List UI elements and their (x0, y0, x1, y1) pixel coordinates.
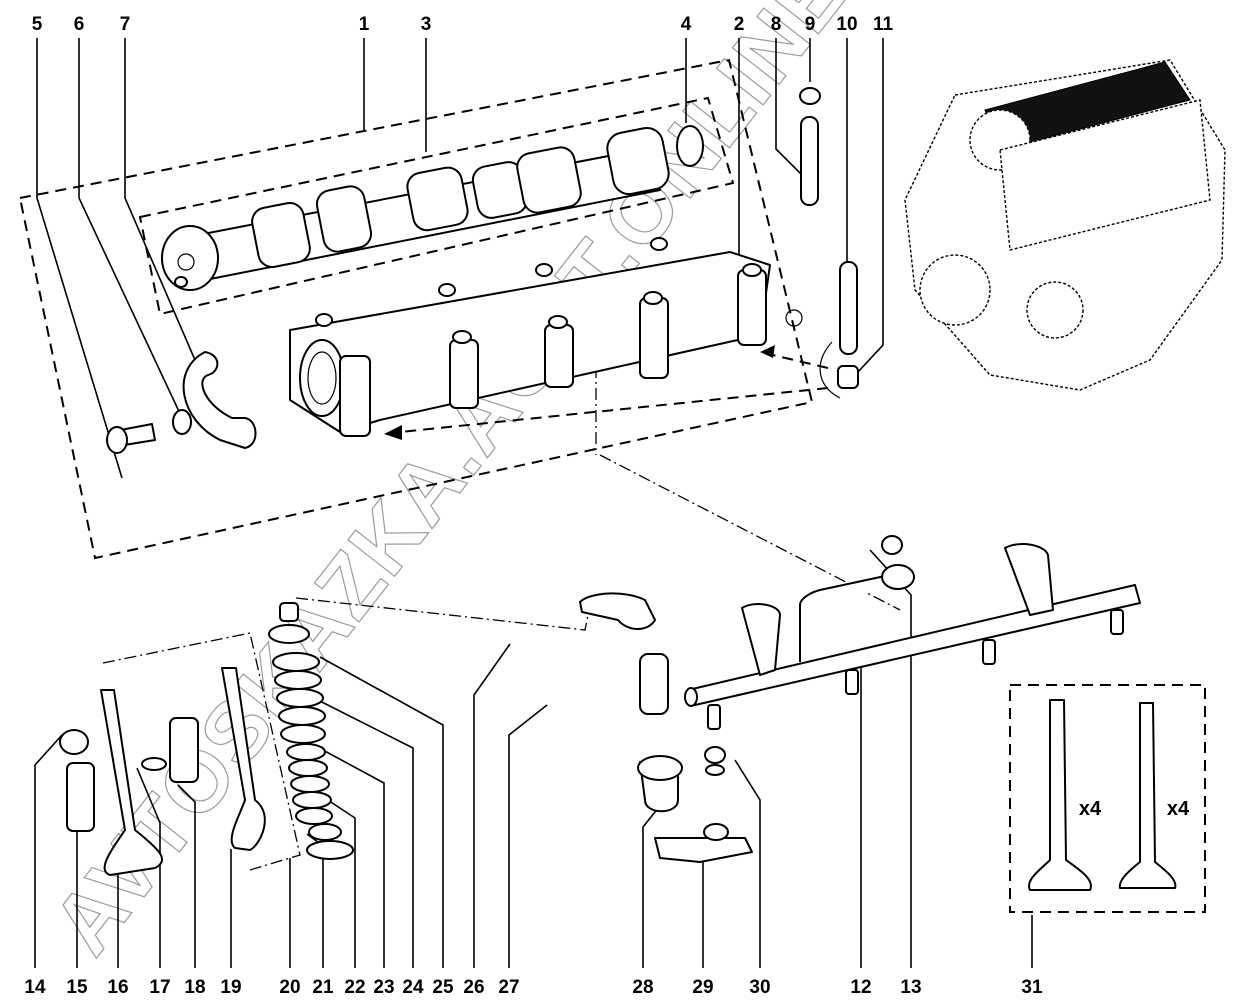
valve-group-box (102, 632, 301, 871)
valve-set-box (1009, 684, 1206, 913)
leader-5 (36, 38, 123, 479)
leader-28 (642, 801, 664, 968)
camshaft (161, 126, 670, 291)
callout-20: 20 (279, 977, 300, 998)
nut-13-part (881, 535, 903, 555)
plug-part (676, 125, 704, 167)
adjuster-27-part (639, 653, 669, 715)
stud-10-part (839, 261, 858, 355)
valve-rocker-link (295, 597, 589, 631)
guide-15-part (66, 762, 95, 832)
callout-6: 6 (74, 14, 85, 35)
callout-9: 9 (805, 14, 816, 35)
callout-7: 7 (120, 14, 131, 35)
valve-19-part (221, 667, 266, 851)
o-ring-small (785, 309, 803, 327)
springs-part (272, 652, 333, 825)
watermark-text: AVTOSKAZKA.ACAT.ONLINE (34, 0, 866, 972)
retaining-plate-part (182, 351, 257, 449)
nut-9-part (799, 87, 821, 105)
callout-3: 3 (421, 14, 432, 35)
callout-29: 29 (692, 977, 713, 998)
rocker-carrier (289, 237, 771, 437)
rail-bracket-right (1004, 543, 1054, 616)
valve-set-intake (1028, 699, 1092, 891)
retainer-24-part (268, 624, 310, 644)
oring-18-part (141, 757, 167, 771)
leader-7 (124, 38, 196, 361)
callout-19: 19 (220, 977, 241, 998)
qty-intake-valve: x4 (1079, 798, 1102, 820)
callout-31: 31 (1021, 977, 1043, 998)
callout-15: 15 (66, 977, 88, 998)
callout-11: 11 (873, 14, 894, 35)
callout-8: 8 (771, 14, 782, 35)
callout-27: 27 (498, 977, 519, 998)
leader-27 (508, 704, 548, 968)
leader-14 (34, 734, 63, 968)
callout-13: 13 (900, 977, 921, 998)
leader-11 (857, 38, 884, 373)
leader-18 (177, 784, 196, 968)
rocker-arm-26-part (579, 592, 656, 630)
leader-6 (78, 38, 184, 421)
oil-rail (684, 535, 1141, 730)
collet-25-part (279, 602, 299, 622)
callout-30: 30 (749, 977, 770, 998)
callout-23: 23 (373, 977, 394, 998)
dowel-bracket (819, 341, 841, 399)
callout-16: 16 (107, 977, 128, 998)
cam-lobes (251, 126, 670, 268)
callout-25: 25 (432, 977, 454, 998)
valve-train (59, 602, 354, 876)
leader-13 (869, 549, 912, 968)
callout-2: 2 (734, 14, 745, 35)
callout-18: 18 (184, 977, 205, 998)
qty-exhaust-valve: x4 (1167, 798, 1190, 820)
stud-8-part (800, 116, 819, 206)
washer-20-part (306, 840, 354, 860)
valve-set: x4 x4 (1028, 699, 1190, 891)
callout-5: 5 (32, 14, 43, 35)
callout-26: 26 (463, 977, 484, 998)
leader-25 (319, 656, 444, 968)
bracket-29-part (654, 837, 753, 863)
dowel-11-part (837, 365, 859, 389)
arrow-head-b (384, 425, 402, 440)
callout-17: 17 (149, 977, 170, 998)
valve-16-part (100, 689, 163, 876)
rail-bracket-left (741, 603, 781, 676)
engine-illustration (904, 59, 1226, 391)
callout-14: 14 (24, 977, 46, 998)
leader-17 (136, 767, 161, 968)
callout-12: 12 (850, 977, 871, 998)
leader-23 (307, 741, 385, 968)
callout-10: 10 (836, 14, 857, 35)
watermark: AVTOSKAZKA.ACAT.ONLINE (34, 0, 867, 972)
rocker-adjuster-group (579, 592, 753, 863)
leader-26 (473, 643, 511, 968)
rail-pipe (799, 575, 886, 662)
callout-4: 4 (681, 14, 692, 35)
callout-24: 24 (402, 977, 424, 998)
check-valve-30-part (704, 746, 726, 764)
seal-14-part (59, 729, 89, 755)
callout-28: 28 (632, 977, 653, 998)
washer-part (172, 409, 192, 435)
arrow-head-a (760, 345, 775, 358)
callout-21: 21 (312, 977, 334, 998)
camshaft-box (138, 96, 735, 316)
top-callouts: 5 6 7 1 3 4 2 8 9 10 11 (32, 14, 894, 35)
leader-24 (297, 689, 414, 968)
seat-21-part (308, 823, 342, 841)
valve-set-exhaust (1118, 702, 1177, 889)
callout-22: 22 (344, 977, 365, 998)
callout-1: 1 (359, 14, 370, 35)
bottom-callouts: 14 15 16 17 18 19 20 21 22 23 24 25 26 2… (24, 977, 1043, 998)
guide-17-part (169, 717, 199, 783)
leader-30 (734, 759, 761, 968)
leader-8 (775, 38, 803, 176)
leader-lines-top (36, 38, 884, 479)
camshaft-housing-box (18, 58, 814, 560)
